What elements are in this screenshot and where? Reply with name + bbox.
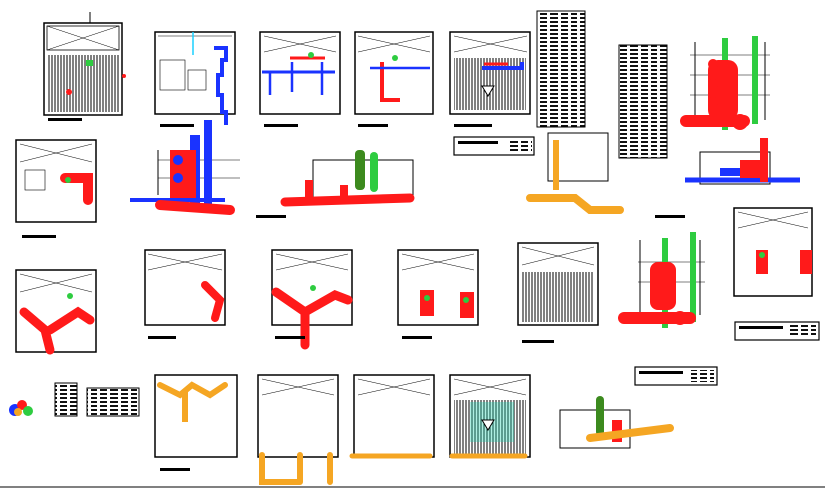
gas-floor-plan-3	[349, 374, 435, 459]
gas-floor-plan-2	[257, 374, 339, 485]
riser-diagram-2	[130, 120, 240, 215]
notes-table-2	[86, 387, 140, 417]
floor-plan-9	[271, 249, 353, 350]
notes-table-1	[54, 382, 78, 417]
gas-riser-section	[526, 132, 685, 218]
floor-plan-4	[354, 31, 434, 127]
gas-floor-plan-4	[449, 374, 531, 459]
fixture-schedule-table-1	[536, 10, 586, 128]
section-view-1	[256, 150, 415, 218]
floor-plan-2	[154, 31, 236, 127]
floor-plan-6	[15, 139, 97, 238]
gas-floor-plan-1	[154, 374, 238, 471]
floor-plan-12	[733, 207, 813, 297]
riser-diagram-1	[680, 36, 770, 130]
floor-plan-10	[397, 249, 479, 339]
pipe-legend	[9, 400, 33, 416]
floor-plan-3	[259, 31, 341, 127]
floor-plan-7	[15, 269, 97, 355]
title-block-3	[634, 366, 718, 386]
floor-plan-5	[449, 31, 531, 127]
floor-plan-1	[43, 12, 126, 121]
fixture-schedule-table-2	[618, 44, 668, 159]
floor-plan-8	[144, 249, 226, 339]
section-view-2	[685, 138, 800, 185]
section-view-3	[559, 396, 674, 449]
floor-plan-11	[517, 242, 599, 343]
riser-diagram-3	[618, 232, 705, 328]
title-block-1	[453, 136, 535, 156]
title-block-2	[734, 321, 820, 341]
